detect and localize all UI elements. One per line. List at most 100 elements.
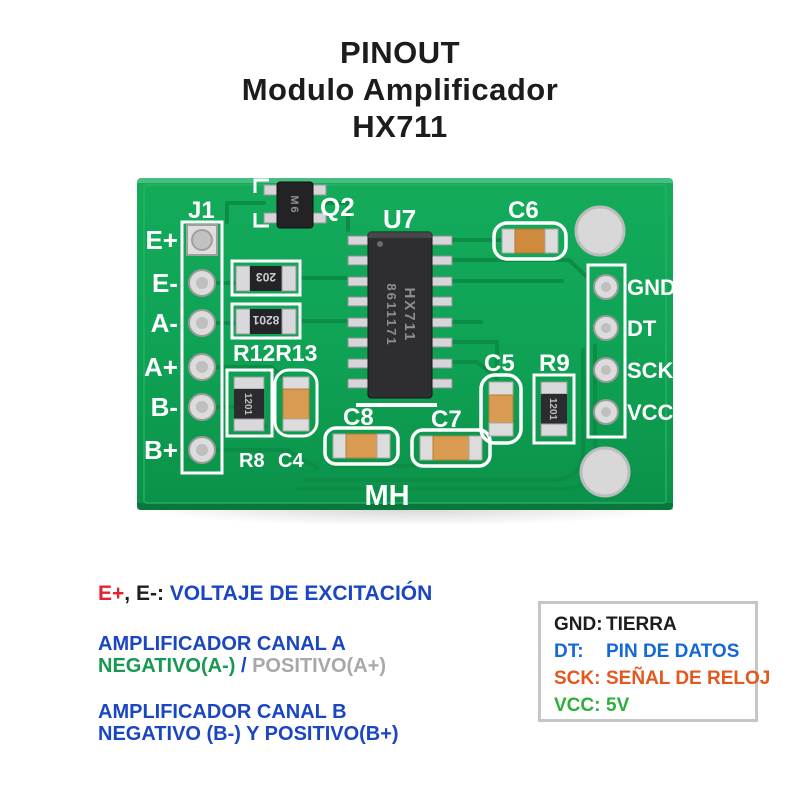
q2-pad <box>263 212 278 224</box>
right-header-silkscreen <box>586 263 627 439</box>
legend-dt-value: PIN DE DATOS <box>606 641 740 662</box>
r12-body <box>250 266 282 291</box>
r12-marking: 203 <box>256 270 276 284</box>
legend-left: E+, E-: VOLTAJE DE EXCITACIÓN AMPLIFICAD… <box>98 583 528 769</box>
right-pin-labels: GND DT SCK VCC <box>627 275 676 425</box>
r8-terminal <box>233 418 265 432</box>
legend-gnd-label: GND: <box>554 614 603 635</box>
q2-pad <box>263 184 278 196</box>
legend-channel-a: AMPLIFICADOR CANAL A NEGATIVO(A-) / POSI… <box>98 633 528 677</box>
resistor-r9: 1201 <box>532 373 576 445</box>
page-title: PINOUT Modulo Amplificador HX711 <box>0 34 800 145</box>
legend-row-gnd: GND:TIERRA <box>554 611 755 638</box>
r8-body <box>234 389 264 419</box>
c4-silkscreen <box>273 368 319 438</box>
j1-silkscreen-outline <box>180 220 224 475</box>
legend-row-dt: DT: PIN DE DATOS <box>554 638 755 665</box>
legend-box: GND:TIERRA DT: PIN DE DATOS SCK:SEÑAL DE … <box>538 601 770 722</box>
r13-body <box>250 309 282 334</box>
pin-label-b-minus: B- <box>151 392 178 422</box>
ic-body-highlight <box>368 232 432 238</box>
ic-marking-line2: 8611171 <box>384 283 399 346</box>
pcb-board: J1 E+ E- A- A+ B- B+ M6 Q2 U7 <box>137 178 676 512</box>
c5-terminal <box>488 381 514 396</box>
hole-b-minus <box>196 401 208 413</box>
c8-terminal <box>332 433 347 459</box>
pin-label-e-minus: E- <box>152 268 178 298</box>
pin-label-a-plus: A+ <box>144 352 178 382</box>
hole-vcc <box>601 407 611 417</box>
pin-label-a-minus: A- <box>151 308 178 338</box>
transistor-q2: M6 <box>253 178 327 229</box>
r8-terminal <box>233 376 265 390</box>
board-contour <box>143 184 667 504</box>
r13-terminal <box>235 308 251 335</box>
channel-a-line2: NEGATIVO(A-) / POSITIVO(A+) <box>98 655 528 677</box>
resistor-r8: 1201 <box>225 368 274 438</box>
r9-terminal <box>540 381 568 395</box>
c6-dielectric <box>514 228 546 254</box>
capacitor-c8 <box>323 426 400 466</box>
ic-body <box>367 231 433 399</box>
r9-body <box>541 394 567 424</box>
legend-vcc-value: 5V <box>606 695 630 716</box>
r13-marking: 8201 <box>252 313 279 327</box>
ref-r8-label: R8 <box>239 450 265 472</box>
channel-b-title: AMPLIFICADOR CANAL B <box>98 701 347 723</box>
r9-marking: 1201 <box>547 398 558 421</box>
board-bottom-edge <box>137 503 673 510</box>
ref-r9-label: R9 <box>539 350 570 377</box>
c4-terminal <box>282 418 310 432</box>
pin-label-gnd: GND <box>627 275 673 300</box>
q2-silkscreen <box>253 178 269 228</box>
pcb-board-graphic: J1 E+ E- A- A+ B- B+ M6 Q2 U7 <box>137 178 676 512</box>
title-module: Modulo Amplificador <box>241 72 559 107</box>
hole-sck <box>601 365 611 375</box>
r13-terminal <box>281 308 297 335</box>
pin-label-sck: SCK <box>627 358 673 383</box>
c6-terminal <box>544 228 559 254</box>
hole-a-minus <box>196 317 208 329</box>
c4-dielectric <box>282 388 310 420</box>
r8-silkscreen <box>225 368 274 438</box>
q2-marking: M6 <box>288 195 300 214</box>
c4-terminal <box>282 376 310 390</box>
j1-pads <box>186 224 218 464</box>
r12-terminal <box>235 265 251 292</box>
c6-terminal <box>501 228 516 254</box>
ic-marking-line1: HX711 <box>401 287 418 342</box>
mh-logo: MH <box>364 480 409 510</box>
resistor-r12: 203 <box>230 259 302 297</box>
channel-a-positive: POSITIVO(A+) <box>252 655 386 677</box>
pin-label-vcc: VCC <box>627 400 673 425</box>
hole-a-plus <box>196 361 208 373</box>
r12-terminal <box>281 265 297 292</box>
ic-chip-u7: HX711 8611171 <box>347 231 453 407</box>
legend-e-plus: E+ <box>98 582 125 605</box>
capacitor-c4 <box>273 368 319 438</box>
legend-channel-b: AMPLIFICADOR CANAL B NEGATIVO (B-) Y POS… <box>98 701 528 745</box>
legend-row-vcc: VCC:5V <box>554 692 755 719</box>
hole-b-plus <box>196 444 208 456</box>
capacitor-c7 <box>410 428 492 468</box>
legend-dt-label: DT: <box>554 641 584 662</box>
pin-label-dt: DT <box>627 316 657 341</box>
legend-sck-label: SCK: <box>554 668 601 689</box>
right-header <box>586 263 627 439</box>
hole-e-plus <box>191 229 213 251</box>
c7-terminal <box>419 435 434 461</box>
q2-body <box>276 181 314 229</box>
mounting-hole-bottom <box>579 446 631 498</box>
pin-label-e-plus: E+ <box>145 225 178 255</box>
c7-dielectric <box>432 435 470 461</box>
c8-silkscreen <box>323 426 400 466</box>
legend-e-minus: E-: <box>135 582 164 605</box>
c7-terminal <box>468 435 483 461</box>
legend-gnd-value: TIERRA <box>606 614 677 635</box>
mounting-hole-top <box>574 205 626 257</box>
title-chip: HX711 <box>352 109 448 144</box>
legend-sck-value: SEÑAL DE RELOJ <box>606 668 771 689</box>
legend-comma: , <box>124 582 136 605</box>
hole-dt <box>601 323 611 333</box>
r13-silkscreen <box>230 302 302 340</box>
